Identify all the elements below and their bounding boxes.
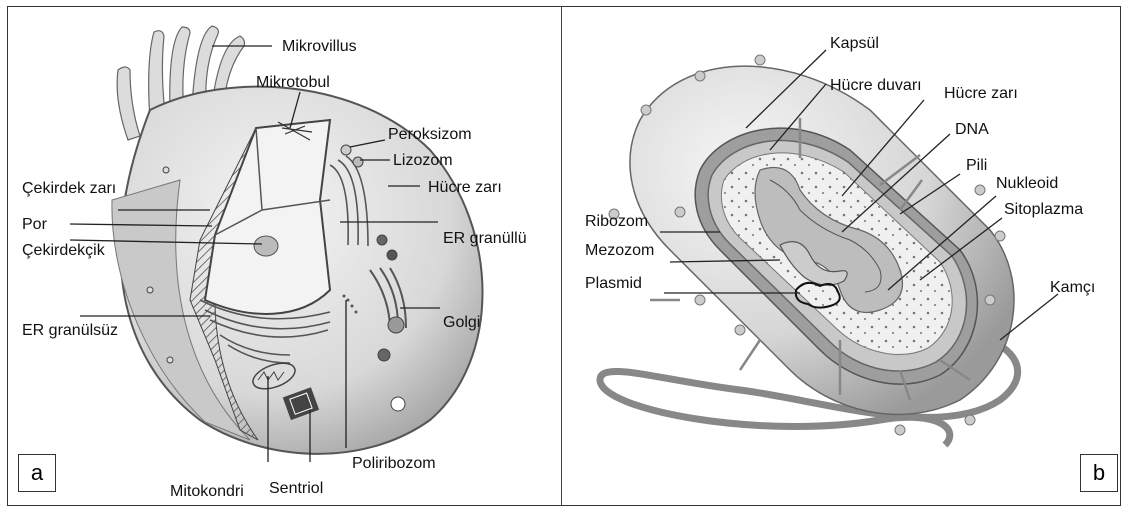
label-peroksizom: Peroksizom xyxy=(388,126,472,143)
label-pili: Pili xyxy=(966,157,987,174)
label-hucre-duvari: Hücre duvarı xyxy=(830,77,922,94)
nucleolus xyxy=(254,236,278,256)
label-mezozom: Mezozom xyxy=(585,242,654,259)
label-nukleoid: Nukleoid xyxy=(996,175,1058,192)
label-er-granullu: ER granüllü xyxy=(443,230,527,247)
label-cekirdek-zari: Çekirdek zarı xyxy=(22,180,116,197)
label-mikrovillus: Mikrovillus xyxy=(282,38,357,55)
label-cekirdekcik: Çekirdekçik xyxy=(22,242,106,259)
label-lizozom: Lizozom xyxy=(393,152,453,169)
label-sitoplazma: Sitoplazma xyxy=(1004,201,1083,218)
label-kapsul: Kapsül xyxy=(830,35,879,52)
label-mikrotobul: Mikrotobul xyxy=(256,74,330,91)
label-er-granulsuz: ER granülsüz xyxy=(22,322,118,339)
label-por: Por xyxy=(22,216,48,233)
label-golgi: Golgi xyxy=(443,314,480,331)
label-hucre-zari-a: Hücre zarı xyxy=(428,179,502,196)
label-ribozom: Ribozom xyxy=(585,213,648,230)
label-plasmid: Plasmid xyxy=(585,275,642,292)
label-kamci: Kamçı xyxy=(1050,279,1095,296)
panel-tag-b: b xyxy=(1080,454,1118,492)
panel-tag-a: a xyxy=(18,454,56,492)
bacterium-illustration xyxy=(600,55,1018,445)
label-hucre-zari-b: Hücre zarı xyxy=(944,85,1018,102)
label-poliribozom: Poliribozom xyxy=(352,455,436,472)
label-mitokondri: Mitokondri xyxy=(170,483,244,500)
label-dna: DNA xyxy=(955,121,989,138)
label-sentriol: Sentriol xyxy=(269,480,323,497)
